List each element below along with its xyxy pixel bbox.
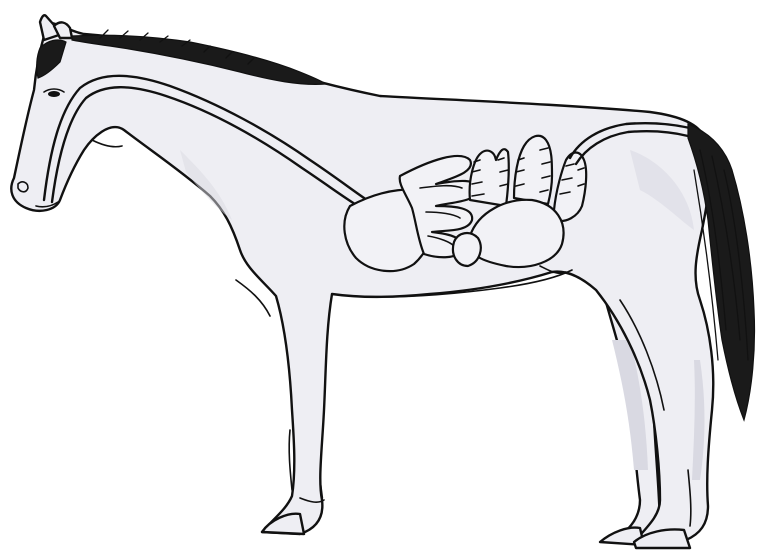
eye-pupil — [48, 91, 60, 97]
horse-body — [11, 22, 713, 542]
ears — [40, 15, 72, 40]
hooves — [262, 514, 690, 548]
jaw-line — [92, 140, 122, 147]
